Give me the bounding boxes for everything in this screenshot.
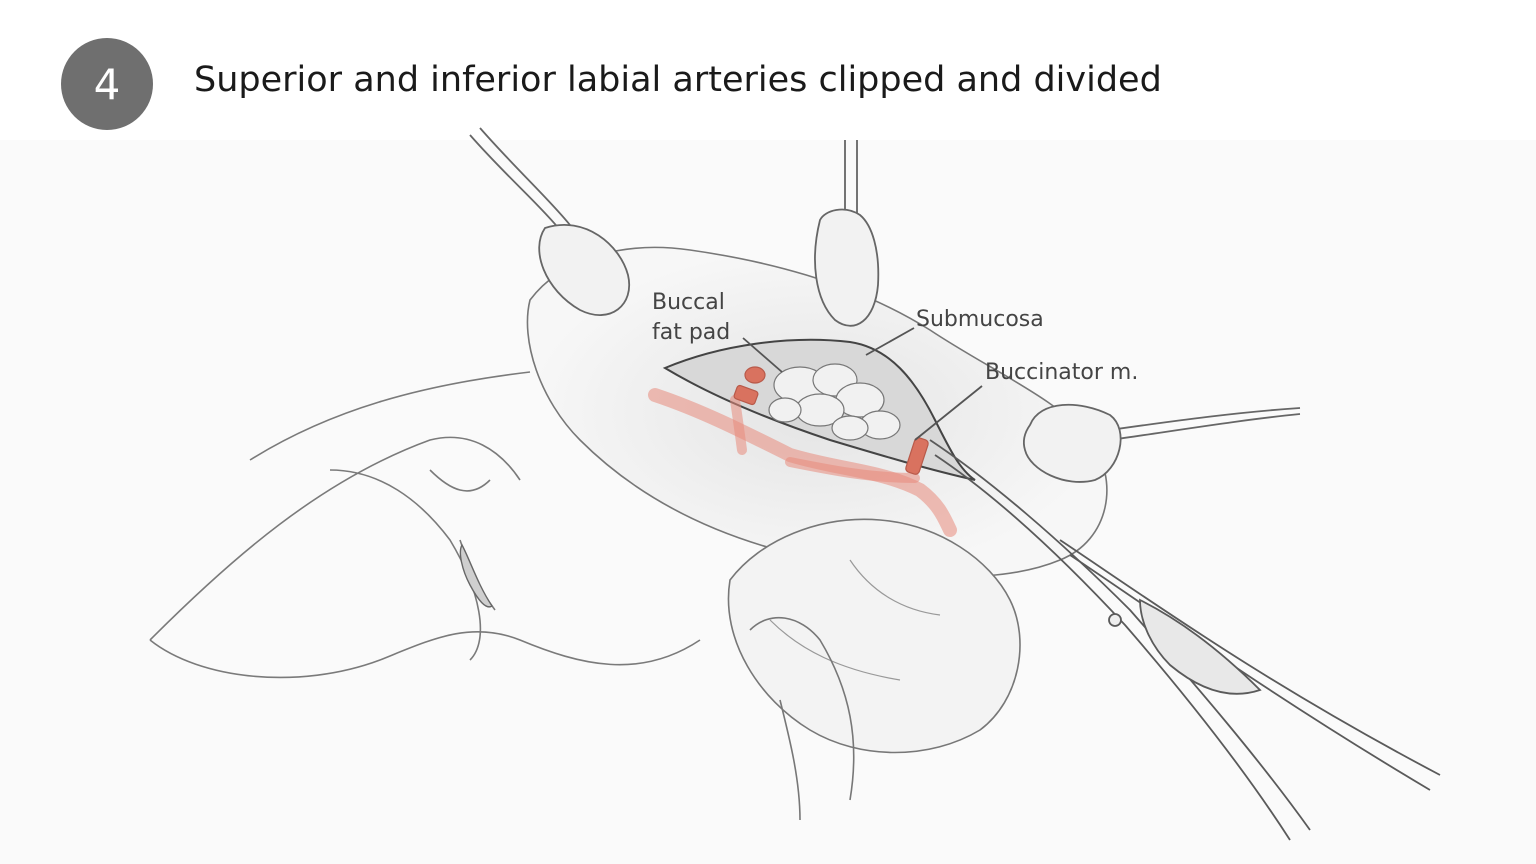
label-buccinator: Buccinator m. <box>985 360 1139 385</box>
artery-clips <box>733 366 929 475</box>
face-outline <box>149 371 701 679</box>
lower-lip <box>727 518 1021 754</box>
retractor-upper-left <box>469 127 631 316</box>
nostril <box>459 543 493 608</box>
label-submucosa: Submucosa <box>916 307 1044 332</box>
step-number-badge: 4 <box>61 38 153 130</box>
label-buccal-fat-pad: Buccal fat pad <box>652 288 730 348</box>
retractor-right <box>1022 403 1301 483</box>
labial-arteries <box>648 388 957 537</box>
retractor-upper-center <box>814 140 880 327</box>
step-number: 4 <box>93 59 121 109</box>
slide-title: Superior and inferior labial arteries cl… <box>194 60 1162 100</box>
scissors <box>929 439 1441 841</box>
label-buccal-line2: fat pad <box>652 320 731 345</box>
buccal-fat-pad <box>768 363 901 441</box>
label-buccal-line1: Buccal <box>652 290 725 315</box>
leader-lines <box>742 327 983 441</box>
hand <box>749 616 855 821</box>
